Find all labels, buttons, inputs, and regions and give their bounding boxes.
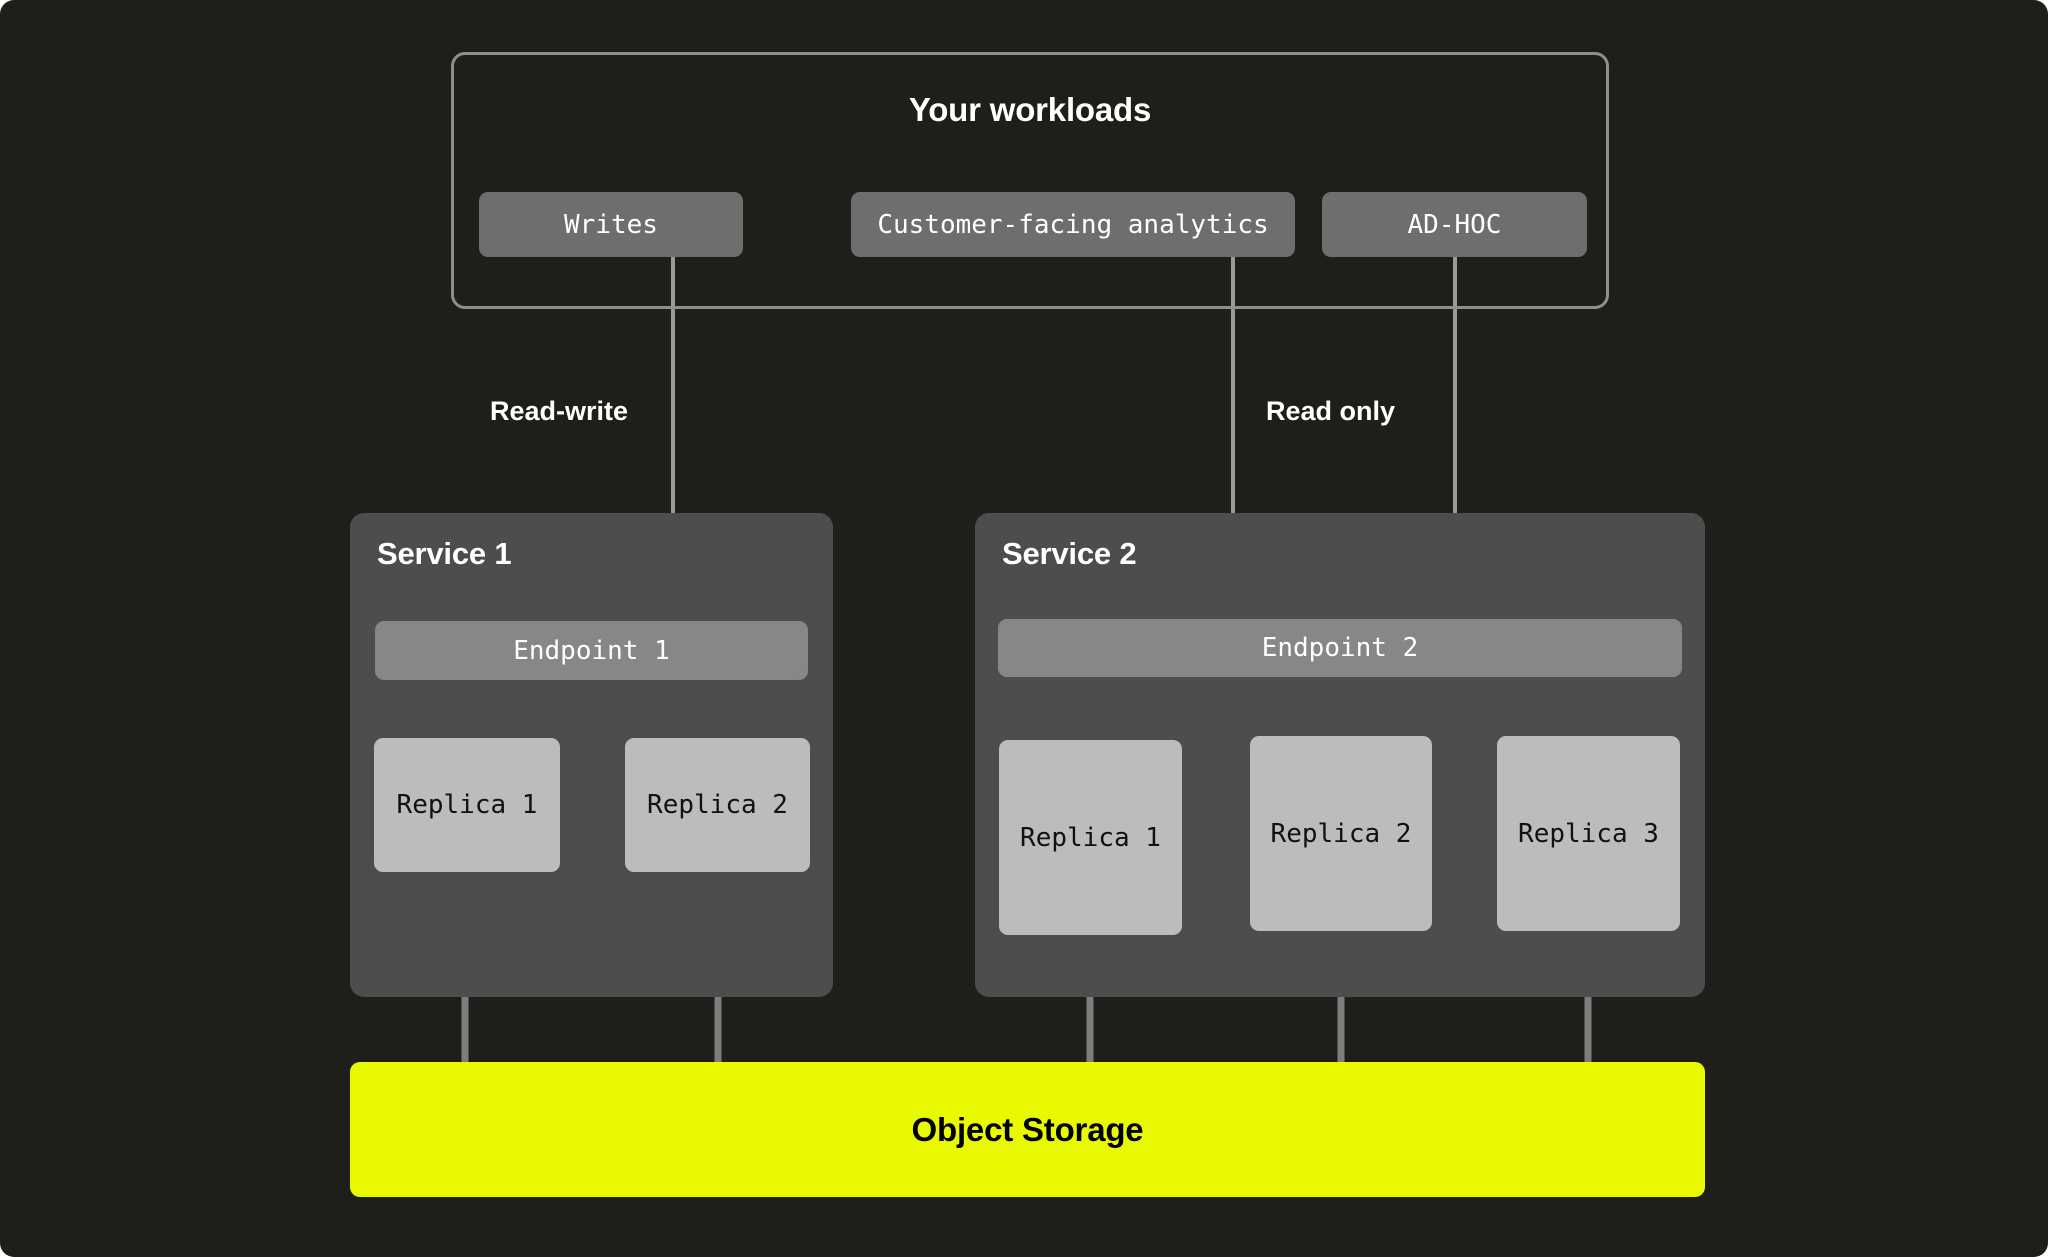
workload-writes[interactable]: Writes xyxy=(479,192,743,257)
edge-label-read-only: Read only xyxy=(1266,396,1396,426)
object-storage-bar[interactable]: Object Storage xyxy=(350,1062,1705,1197)
endpoint-2[interactable]: Endpoint 2 xyxy=(998,619,1682,677)
service-2-replica-3[interactable]: Replica 3 xyxy=(1497,736,1680,931)
service-1-title: Service 1 xyxy=(377,536,512,571)
service-2-title: Service 2 xyxy=(1002,536,1137,571)
workload-customer-facing-analytics[interactable]: Customer-facing analytics xyxy=(851,192,1295,257)
service-1-replica-2[interactable]: Replica 2 xyxy=(625,738,810,872)
workloads-title: Your workloads xyxy=(908,91,1152,128)
workload-ad-hoc[interactable]: AD-HOC xyxy=(1322,192,1587,257)
service-2-replica-1[interactable]: Replica 1 xyxy=(999,740,1182,935)
service-1-replica-1[interactable]: Replica 1 xyxy=(374,738,560,872)
workloads-container: Your workloads xyxy=(451,52,1609,309)
endpoint-1[interactable]: Endpoint 1 xyxy=(375,621,808,680)
service-2-replica-2[interactable]: Replica 2 xyxy=(1250,736,1432,931)
edge-label-read-write: Read-write xyxy=(490,396,629,426)
